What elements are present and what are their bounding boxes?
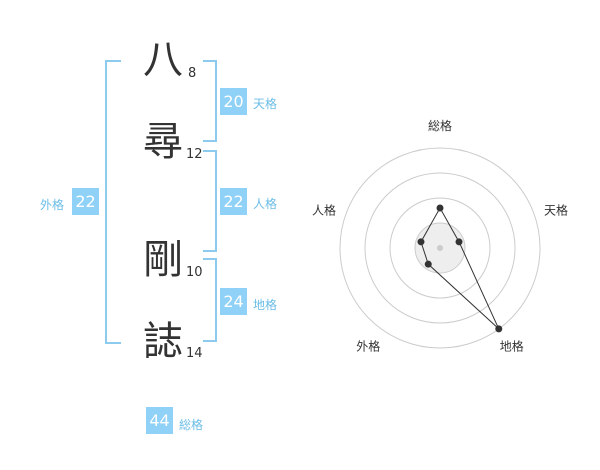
radar-axis-label-1: 総格: [428, 118, 452, 133]
radar-axis-label-2: 天格: [544, 202, 568, 217]
jinkaku-badge: 22: [220, 188, 247, 215]
stroke-count-3: 10: [186, 265, 203, 280]
radar-axis-label-4: 外格: [356, 339, 380, 354]
name-char-1: 八: [143, 37, 183, 83]
radar-grid: [339, 147, 541, 349]
radar-ring: [414, 222, 466, 274]
tenkaku-bracket: [203, 60, 217, 142]
jinkaku-bracket: [203, 150, 217, 252]
soukaku-badge: 44: [146, 407, 173, 434]
gaikaku-badge: 22: [72, 188, 99, 215]
radar-axis-label-5: 人格: [312, 202, 336, 217]
radar-point-3: [495, 325, 503, 333]
stroke-count-4: 14: [186, 346, 203, 361]
radar-point-1: [436, 204, 444, 212]
tenkaku-badge: 20: [220, 88, 247, 115]
radar-ring: [364, 172, 516, 324]
stroke-count-2: 12: [186, 147, 203, 162]
soukaku-label: 総格: [179, 418, 204, 432]
radar-plot: [417, 204, 503, 333]
radar-point-2: [455, 238, 463, 246]
tenkaku-label: 天格: [253, 97, 278, 111]
radar-center-dot: [437, 245, 443, 251]
jinkaku-label: 人格: [253, 197, 278, 211]
radar-axis-label-3: 地格: [500, 339, 524, 354]
name-char-2: 尋: [143, 119, 183, 165]
name-char-4: 誌: [143, 319, 183, 365]
chikaku-badge: 24: [220, 288, 247, 315]
stroke-count-1: 8: [188, 66, 197, 81]
radar-point-5: [417, 238, 425, 246]
chikaku-bracket: [203, 258, 217, 342]
radar-ring: [339, 147, 541, 349]
chikaku-label: 地格: [253, 298, 278, 312]
name-char-3: 剛: [143, 237, 183, 283]
radar-ring: [389, 197, 491, 299]
gaikaku-label: 外格: [40, 198, 65, 212]
radar-series-polygon: [420, 206, 500, 330]
gaikaku-bracket: [105, 60, 121, 344]
radar-point-4: [424, 260, 432, 268]
